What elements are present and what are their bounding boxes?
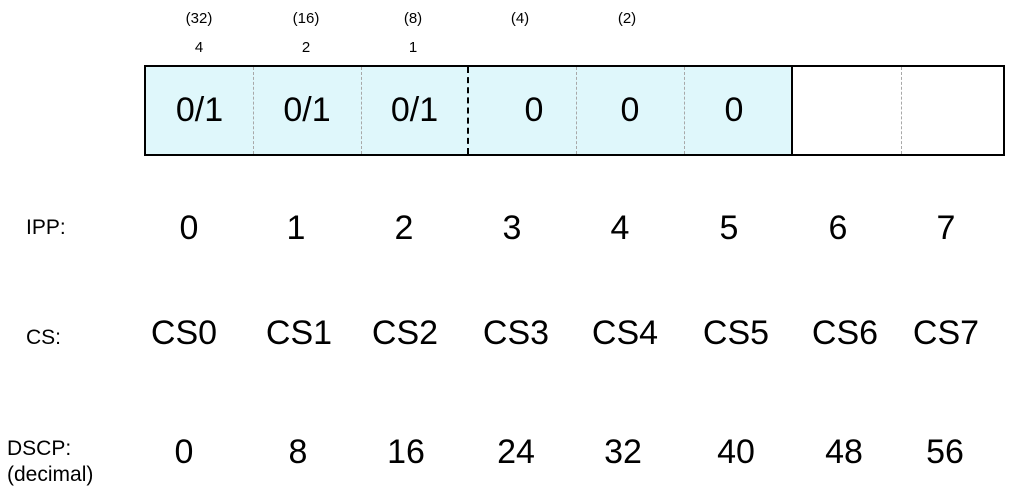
cs-value: CS7 [912, 314, 980, 352]
ipp-value: 4 [610, 209, 630, 247]
dscp-value: 56 [926, 433, 964, 471]
ipp-value: 0 [179, 209, 199, 247]
dscp-value: 40 [717, 433, 755, 471]
cs-row-label: CS: [26, 326, 62, 349]
cs-value: CS6 [811, 314, 879, 352]
bit-separator [901, 67, 902, 154]
bit-separator [576, 67, 577, 154]
ipp-value: 6 [828, 209, 848, 247]
ipp-value: 1 [286, 209, 306, 247]
ipp-value: 2 [394, 209, 414, 247]
cs-value: CS4 [591, 314, 659, 352]
dscp-value: 24 [497, 433, 535, 471]
dscp-value: 0 [174, 433, 194, 471]
ipp-value: 7 [936, 209, 956, 247]
ipp-weight-label-4: 4 [194, 39, 204, 56]
bit-separator [253, 67, 254, 154]
dscp-value: 48 [825, 433, 863, 471]
bit-value: 0/1 [175, 91, 224, 129]
bit-value: 0 [620, 91, 640, 129]
bit-cell: 0 [576, 67, 684, 154]
ipp-value: 3 [502, 209, 522, 247]
ipp-value: 5 [719, 209, 739, 247]
ipp-row-label: IPP: [26, 216, 66, 239]
bit-separator [684, 67, 685, 154]
bit-cell: 0 [468, 67, 576, 154]
dscp-boundary-separator [791, 67, 793, 154]
bit-cell: 0/1 [361, 67, 468, 154]
cs-value: CS3 [482, 314, 550, 352]
bit-value: 0/1 [390, 91, 439, 129]
weight-label-4: (4) [510, 10, 530, 27]
weight-label-16: (16) [292, 10, 320, 27]
weight-label-8: (8) [403, 10, 423, 27]
bit-separator [361, 67, 362, 154]
bit-cell: 0 [684, 67, 792, 154]
weight-label-32: (32) [185, 10, 213, 27]
dscp-row-label: DSCP: [7, 437, 72, 460]
cs-value: CS5 [702, 314, 770, 352]
bit-value: 0/1 [283, 91, 331, 129]
cs-value: CS0 [150, 314, 218, 352]
ipp-boundary-separator [467, 67, 469, 154]
bit-cell: 0/1 [146, 67, 253, 154]
dscp-value: 16 [387, 433, 425, 471]
bit-cell: 0/1 [253, 67, 361, 154]
dscp-value: 32 [604, 433, 642, 471]
bit-cell [792, 67, 901, 154]
ipp-weight-label-1: 1 [408, 39, 418, 56]
bit-cell [901, 67, 1003, 154]
dscp-value: 8 [288, 433, 308, 471]
bit-value: 0 [524, 91, 544, 129]
dscp-row-sublabel: (decimal) [7, 463, 94, 486]
cs-value: CS1 [265, 314, 333, 352]
cs-value: CS2 [371, 314, 439, 352]
ipp-weight-label-2: 2 [301, 39, 311, 56]
weight-label-2: (2) [617, 10, 637, 27]
bit-value: 0 [724, 91, 744, 129]
tos-byte-box: 0/1 0/1 0/1 0 0 0 [144, 65, 1005, 156]
